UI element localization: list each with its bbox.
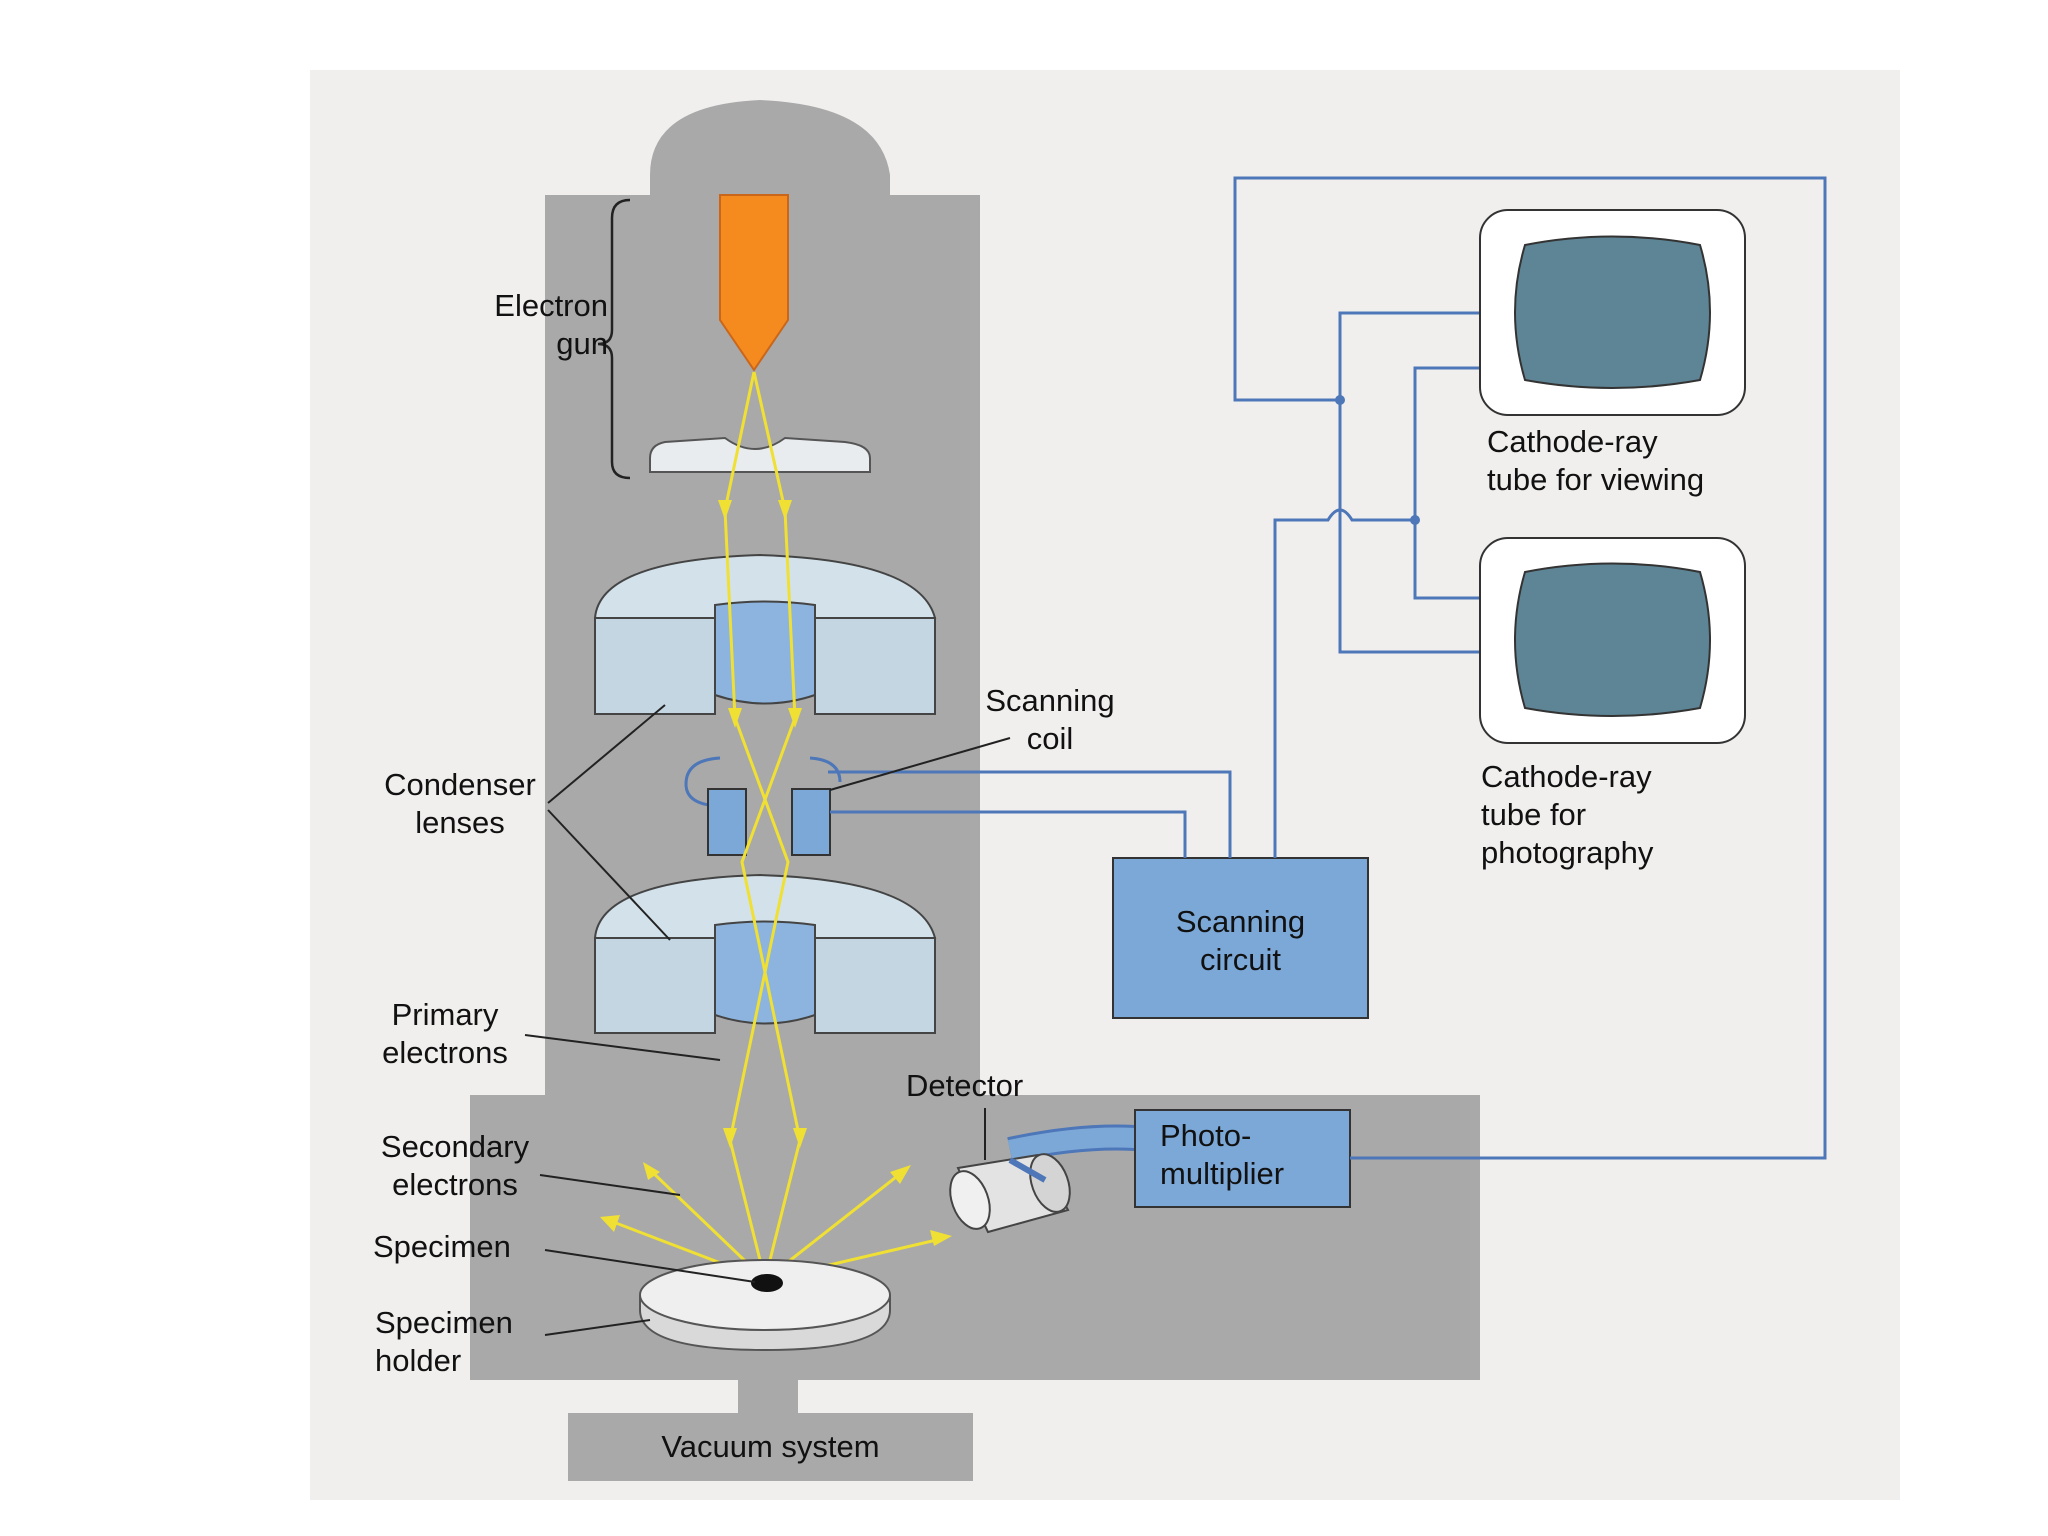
label-line: Cathode-ray <box>1487 424 1658 459</box>
specimen-holder <box>639 1259 891 1352</box>
wire-junction <box>1410 515 1420 525</box>
label-line: electrons <box>392 1167 518 1202</box>
anode-plate <box>649 436 871 473</box>
label-line: Primary <box>391 997 499 1032</box>
vacuum-system-label: Vacuum system <box>568 1428 973 1466</box>
secondary-arrowheads <box>600 1162 952 1246</box>
label-line: multiplier <box>1160 1156 1285 1191</box>
lower-condenser-lens <box>593 873 937 1034</box>
upper-condenser-lens <box>593 553 937 715</box>
label-line: Condenser <box>384 767 536 802</box>
wiring <box>828 176 1827 1160</box>
specimen-holder-label: Specimen holder <box>375 1304 513 1380</box>
label-line: gun <box>556 326 608 361</box>
label-line: Secondary <box>380 1129 530 1164</box>
photomultiplier-box <box>1134 1109 1351 1208</box>
label-line: tube for viewing <box>1487 462 1705 497</box>
gun-bracket <box>597 198 631 480</box>
label-line: electrons <box>382 1035 508 1070</box>
label-line: Cathode-ray <box>1481 759 1652 794</box>
label-line: holder <box>375 1343 462 1378</box>
label-line: Scanning <box>1175 904 1306 939</box>
wire-junction <box>1335 395 1345 405</box>
label-line: Specimen <box>375 1305 513 1340</box>
condenser-lenses-label: Condenser lenses <box>365 766 555 842</box>
label-line: Specimen <box>373 1229 511 1264</box>
electron-gun-icon <box>719 194 789 372</box>
crt-photography-icon <box>1479 537 1746 744</box>
specimen-label: Specimen <box>373 1228 511 1266</box>
scanning-circuit-label: Scanning circuit <box>1113 903 1368 979</box>
label-line: Detector <box>906 1068 1024 1103</box>
primary-electron-beam <box>723 371 802 1281</box>
crt-viewing-icon <box>1479 209 1746 416</box>
crt-photography-label: Cathode-ray tube for photography <box>1481 758 1653 872</box>
crt-viewing-label: Cathode-ray tube for viewing <box>1487 423 1704 499</box>
beam-arrowheads <box>718 500 807 1148</box>
label-line: Electron <box>494 288 608 323</box>
label-line: coil <box>1026 721 1074 756</box>
label-line: lenses <box>415 805 505 840</box>
label-line: Scanning <box>985 683 1115 718</box>
detector-label: Detector <box>906 1067 1023 1105</box>
scanning-coil <box>684 756 842 856</box>
label-line: tube for <box>1481 797 1587 832</box>
specimen-dot <box>751 1274 783 1292</box>
label-line: circuit <box>1200 942 1281 977</box>
scanning-circuit-box <box>1112 857 1369 1019</box>
leader-lines <box>524 704 1011 1336</box>
label-line: Vacuum system <box>661 1429 880 1464</box>
detector-icon <box>949 1124 1136 1234</box>
label-line: Photo- <box>1160 1118 1252 1153</box>
secondary-electrons-label: Secondary electrons <box>360 1128 550 1204</box>
photomultiplier-label: Photo- multiplier <box>1160 1117 1284 1193</box>
scanning-coil-label: Scanning coil <box>965 682 1135 758</box>
primary-electrons-label: Primary electrons <box>355 996 535 1072</box>
electron-gun-label: Electron gun <box>440 287 608 363</box>
label-line: photography <box>1481 835 1654 870</box>
